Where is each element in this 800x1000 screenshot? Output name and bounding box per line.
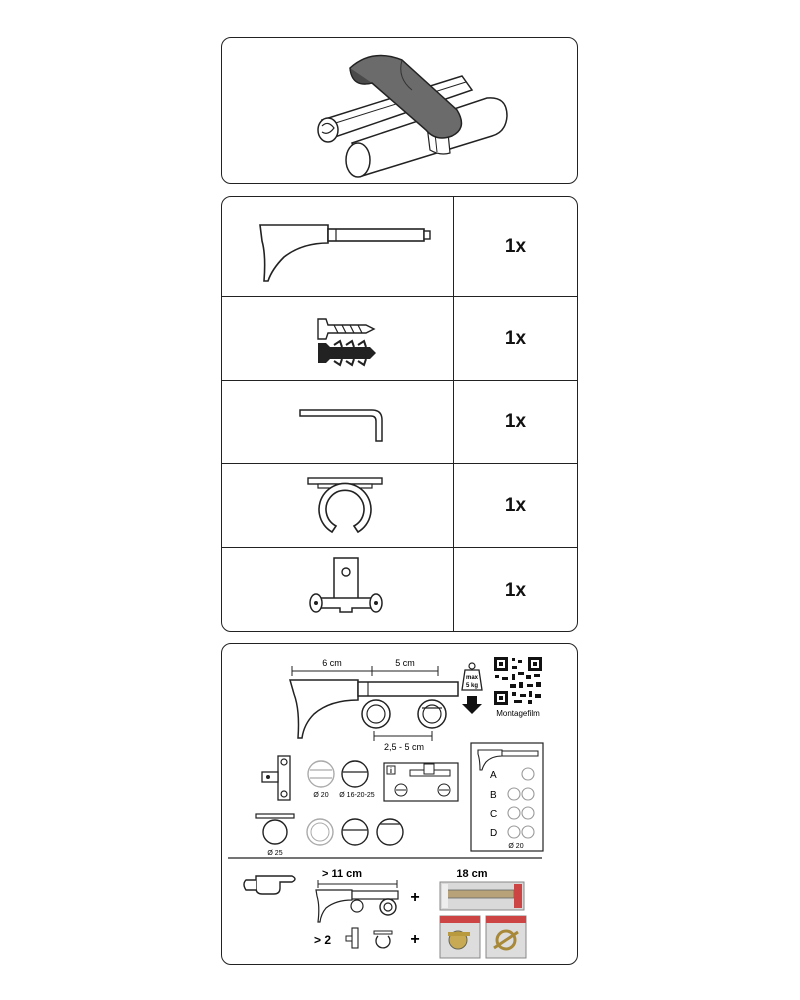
bracket-icon xyxy=(259,224,431,282)
part-row-allen-key: 1x xyxy=(222,381,577,464)
dim-label-5cm: 5 cm xyxy=(395,658,415,668)
assembly-diagram: 6 cm 5 cm 2,5 - 5 cm max 5 kg xyxy=(228,657,544,959)
part-image-cell xyxy=(222,464,454,547)
option-c-label: C xyxy=(490,809,497,820)
rod-ring-icon xyxy=(307,477,383,534)
dim-label-6cm: 6 cm xyxy=(322,658,342,668)
diameter-label-25: Ø 25 xyxy=(267,850,282,857)
parts-list-panel: 1x 1x 1x 1x xyxy=(221,196,578,632)
part-row-rod-ring: 1x xyxy=(222,464,577,548)
part-image-cell xyxy=(222,548,454,631)
option-d-label: D xyxy=(490,828,497,839)
span-label-18cm: 18 cm xyxy=(456,868,487,880)
product-illustration-panel xyxy=(221,37,578,184)
wall-plate-icon xyxy=(261,755,291,801)
part-image-cell xyxy=(222,197,454,296)
rod-holder-illustration xyxy=(317,54,508,178)
pointing-hand-icon xyxy=(243,875,296,895)
option-b-label: B xyxy=(490,790,497,801)
option-a-label: A xyxy=(490,770,497,781)
video-label: Montagefilm xyxy=(496,709,540,718)
info-icon: i xyxy=(390,768,392,775)
product-package-rod xyxy=(439,881,525,911)
option-diameter-label: Ø 20 xyxy=(508,843,523,850)
part-quantity: 1x xyxy=(504,411,527,432)
product-package-screws xyxy=(439,915,481,959)
part-quantity: 1x xyxy=(504,327,527,349)
part-image-cell xyxy=(222,297,454,380)
part-row-mounting-plate: 1x xyxy=(222,548,577,631)
screw-and-plug-icon xyxy=(317,318,376,367)
diameter-label-20: Ø 20 xyxy=(313,792,328,799)
svg-text:5 kg: 5 kg xyxy=(466,683,478,689)
part-quantity: 1x xyxy=(504,579,527,601)
plus-sign: + xyxy=(410,889,419,906)
part-row-bracket: 1x xyxy=(222,197,577,297)
svg-text:max: max xyxy=(466,675,479,681)
part-quantity: 1x xyxy=(504,235,527,257)
assembly-instructions-panel: 6 cm 5 cm 2,5 - 5 cm max 5 kg xyxy=(221,643,578,965)
quantity-label-more-than-2: > 2 xyxy=(314,933,331,947)
span-label-11cm: > 11 cm xyxy=(322,868,362,880)
mounting-plate-icon xyxy=(309,557,383,613)
allen-key-icon xyxy=(299,409,383,442)
svg-text:+: + xyxy=(410,931,419,948)
product-package-brackets xyxy=(485,915,527,959)
part-image-cell xyxy=(222,381,454,463)
dim-label-range: 2,5 - 5 cm xyxy=(384,742,424,752)
part-quantity: 1x xyxy=(504,494,527,516)
qr-code-icon xyxy=(494,657,542,705)
diameter-label-16-20-25: Ø 16-20-25 xyxy=(339,792,375,799)
weight-max-icon: max 5 kg xyxy=(461,662,483,714)
part-row-screw-and-plug: 1x xyxy=(222,297,577,381)
